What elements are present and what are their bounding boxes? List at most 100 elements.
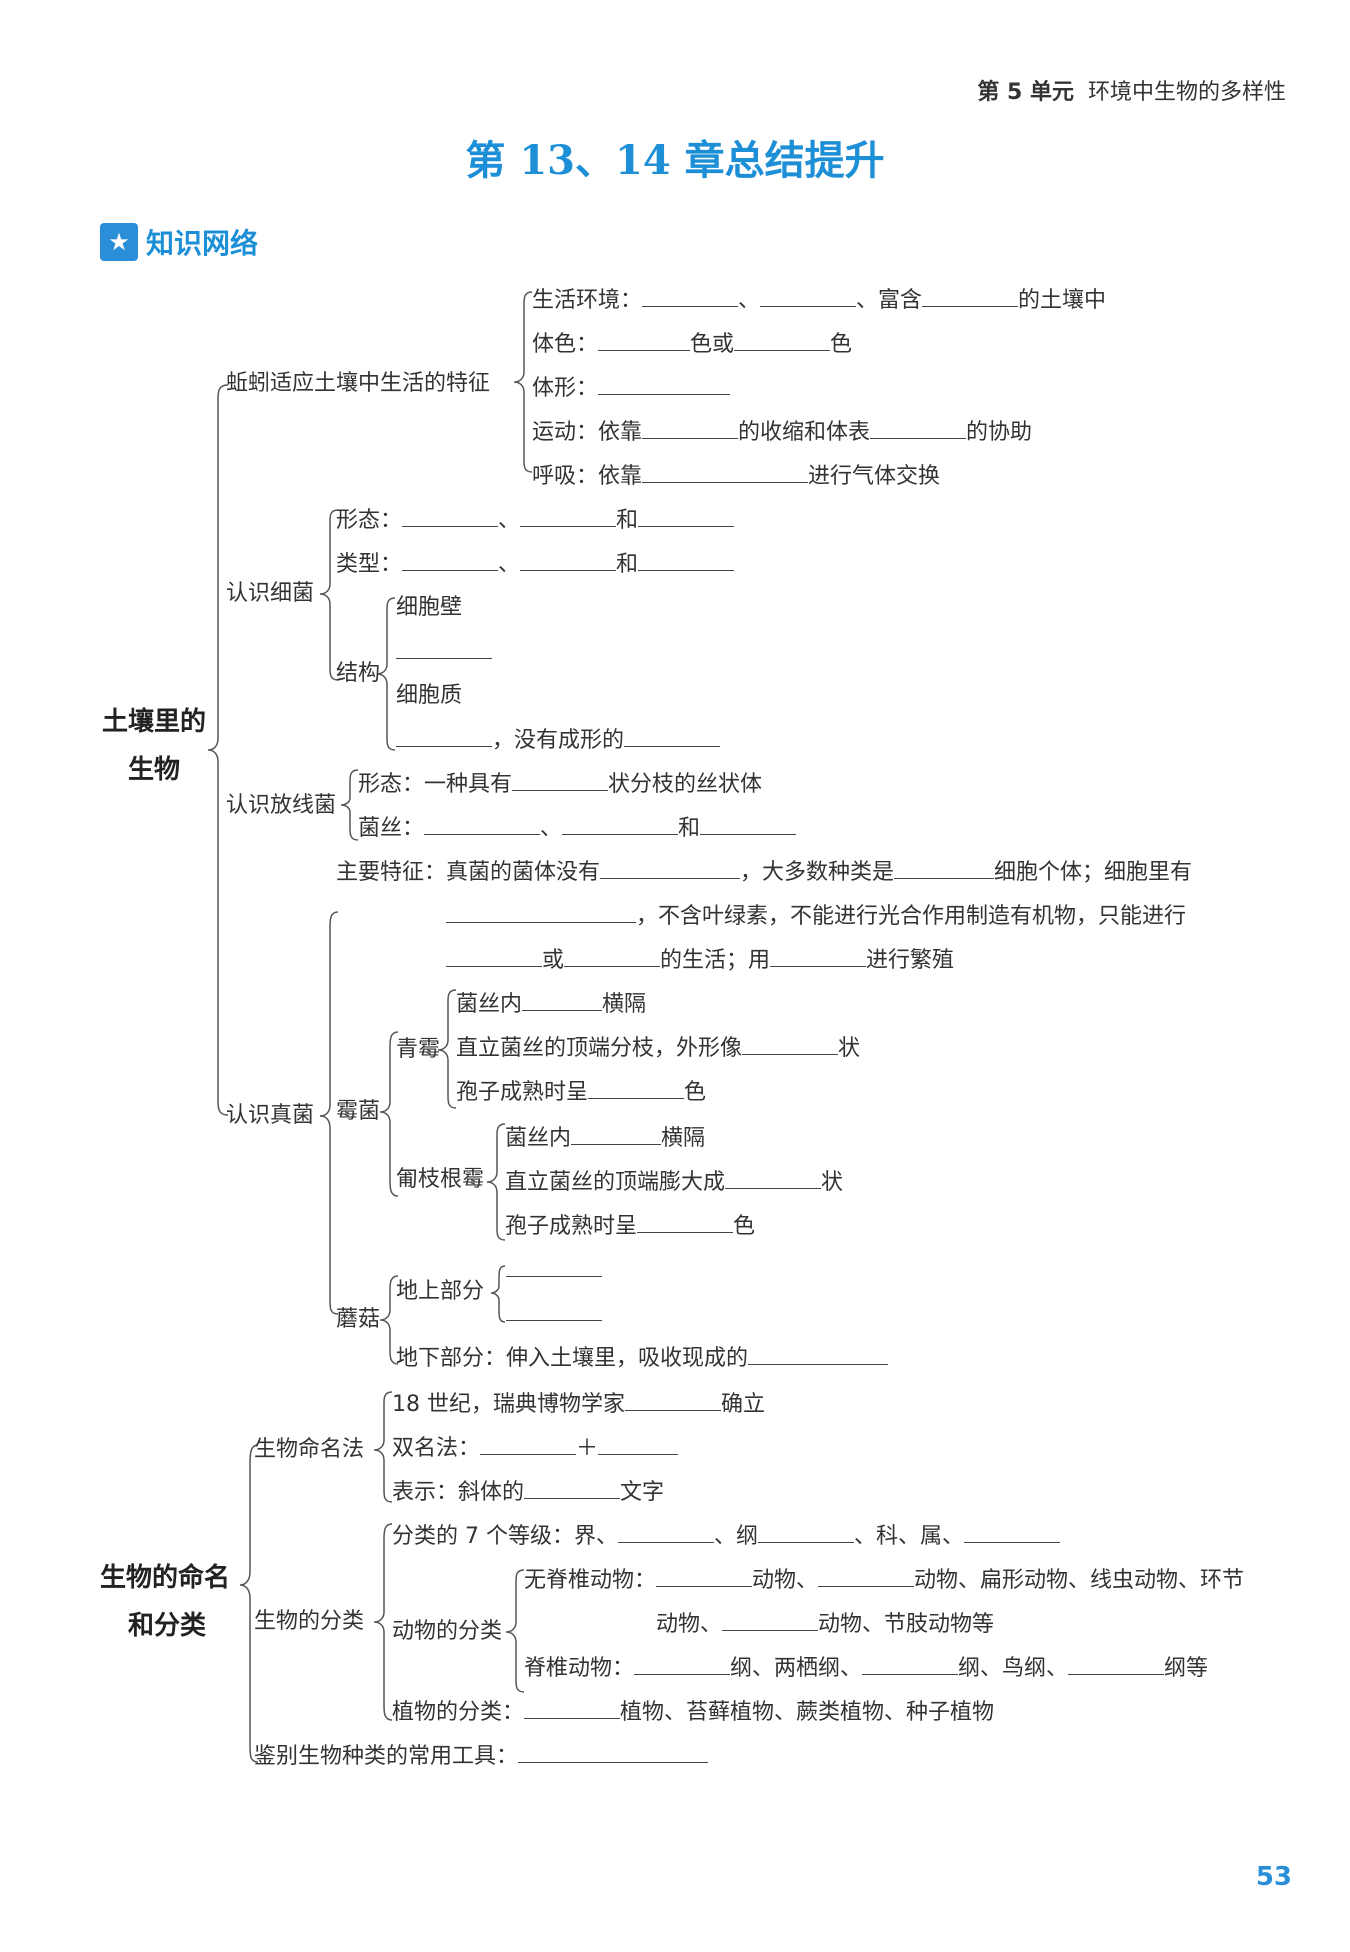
blank [617, 1522, 714, 1543]
mushroom-below: 地下部分：伸入土壤里，吸收现成的 [396, 1344, 889, 1373]
blank [922, 286, 1019, 307]
text: 和 [616, 552, 639, 577]
label: 体形： [532, 376, 599, 401]
earthworm-color: 体色：色或色 [532, 330, 852, 359]
blank [598, 1434, 679, 1455]
text: 色 [684, 1080, 707, 1105]
blank [402, 550, 499, 571]
text: 纲等 [1164, 1656, 1209, 1681]
text: 主要特征：真菌的菌体没有 [336, 860, 601, 885]
blank [424, 814, 541, 835]
blank [870, 418, 967, 439]
blank [734, 330, 831, 351]
blank [638, 550, 735, 571]
group-naming-line2: 和分类 [128, 1611, 207, 1641]
label: 运动：依靠 [532, 420, 643, 445]
text: 横隔 [602, 992, 647, 1017]
fungi-main-1: 主要特征：真菌的菌体没有，大多数种类是细胞个体；细胞里有 [336, 858, 1192, 887]
blank [524, 1478, 621, 1499]
blank [520, 550, 617, 571]
text: 确立 [721, 1392, 766, 1417]
mushroom-label: 蘑菇 [336, 1307, 381, 1332]
bacteria-nucleus: ，没有成形的 [396, 726, 721, 755]
blank [520, 506, 617, 527]
star-icon: ★ [100, 223, 138, 261]
bacteria-cyto: 细胞质 [396, 683, 463, 708]
blank [642, 462, 809, 483]
animal-class-label: 动物的分类 [392, 1619, 503, 1644]
label: 呼吸：依靠 [532, 464, 643, 489]
blank [506, 1256, 602, 1277]
blank [642, 286, 739, 307]
text: 的生活；用 [660, 948, 771, 973]
bacteria-blank [396, 638, 492, 667]
classify-ranks: 分类的 7 个等级：界、、纲、科、属、 [392, 1522, 1061, 1551]
brace-structure [376, 597, 396, 751]
text: 分类的 7 个等级：界、 [392, 1524, 618, 1549]
text: 孢子成熟时呈 [456, 1080, 589, 1105]
bacteria-structure: 结构 [336, 661, 381, 686]
text: 鉴别生物种类的常用工具： [254, 1744, 519, 1769]
text: 、科、属、 [854, 1524, 965, 1549]
text: 和 [616, 508, 639, 533]
brace-mold [379, 1031, 399, 1197]
brace-penicillium [437, 989, 457, 1109]
blank [637, 1212, 734, 1233]
label: 类型： [336, 552, 403, 577]
label: 生活环境： [532, 288, 643, 313]
blank [524, 1698, 621, 1719]
blank [402, 506, 499, 527]
bacteria-title: 认识细菌 [226, 581, 315, 606]
text: ，没有成形的 [492, 728, 625, 753]
group-naming-line1: 生物的命名 [100, 1563, 231, 1593]
text: 双名法： [392, 1436, 481, 1461]
blank [722, 1610, 819, 1631]
text: ，不含叶绿素，不能进行光合作用制造有机物，只能进行 [636, 904, 1187, 929]
text: 脊椎动物： [524, 1656, 635, 1681]
blank [818, 1566, 915, 1587]
text: 文字 [620, 1480, 665, 1505]
penicillium-label: 青霉 [396, 1037, 441, 1062]
text: 18 世纪，瑞典博物学家 [392, 1392, 625, 1417]
sep: 、 [540, 816, 563, 841]
fungi-main-3: 或的生活；用进行繁殖 [446, 946, 954, 975]
blank [522, 990, 603, 1011]
text: 的收缩和体表 [738, 420, 871, 445]
blank [742, 1034, 839, 1055]
text: 植物的分类： [392, 1700, 525, 1725]
blank [638, 506, 735, 527]
text: 状 [821, 1170, 844, 1195]
blank [656, 1566, 753, 1587]
text: 地下部分：伸入土壤里，吸收现成的 [396, 1346, 749, 1371]
blank [446, 902, 636, 923]
invertebrate-2: 动物、动物、节肢动物等 [656, 1610, 994, 1639]
text: 状分枝的丝状体 [608, 772, 763, 797]
plant-class: 植物的分类： 植物、苔藓植物、蕨类植物、种子植物 [392, 1698, 994, 1727]
label: 菌丝： [358, 816, 425, 841]
earthworm-breath: 呼吸：依靠进行气体交换 [532, 462, 940, 491]
text: 色或 [690, 332, 735, 357]
label: 体色： [532, 332, 599, 357]
blank [588, 1078, 685, 1099]
blank [700, 814, 797, 835]
page-number: 53 [1255, 1862, 1292, 1892]
text: 动物、 [656, 1612, 723, 1637]
penicillium-2: 直立菌丝的顶端分枝，外形像状 [456, 1034, 860, 1063]
blank [446, 946, 542, 967]
blank [894, 858, 995, 879]
rhizopus-label: 匍枝根霉 [396, 1167, 485, 1192]
text: ＋ [576, 1436, 599, 1461]
penicillium-1: 菌丝内横隔 [456, 990, 646, 1019]
blank [758, 1522, 854, 1543]
blank [564, 946, 661, 967]
bacteria-wall: 细胞壁 [396, 595, 463, 620]
invertebrate-1: 无脊椎动物：动物、动物、扁形动物、线虫动物、环节 [524, 1566, 1244, 1595]
text: 植物、苔藓植物、蕨类植物、种子植物 [620, 1700, 995, 1725]
blank [760, 286, 857, 307]
brace-fungi [319, 911, 339, 1315]
text: 菌丝内 [505, 1126, 572, 1151]
text: 动物、扁形动物、线虫动物、环节 [914, 1568, 1245, 1593]
bacteria-form: 形态：、和 [336, 506, 735, 535]
